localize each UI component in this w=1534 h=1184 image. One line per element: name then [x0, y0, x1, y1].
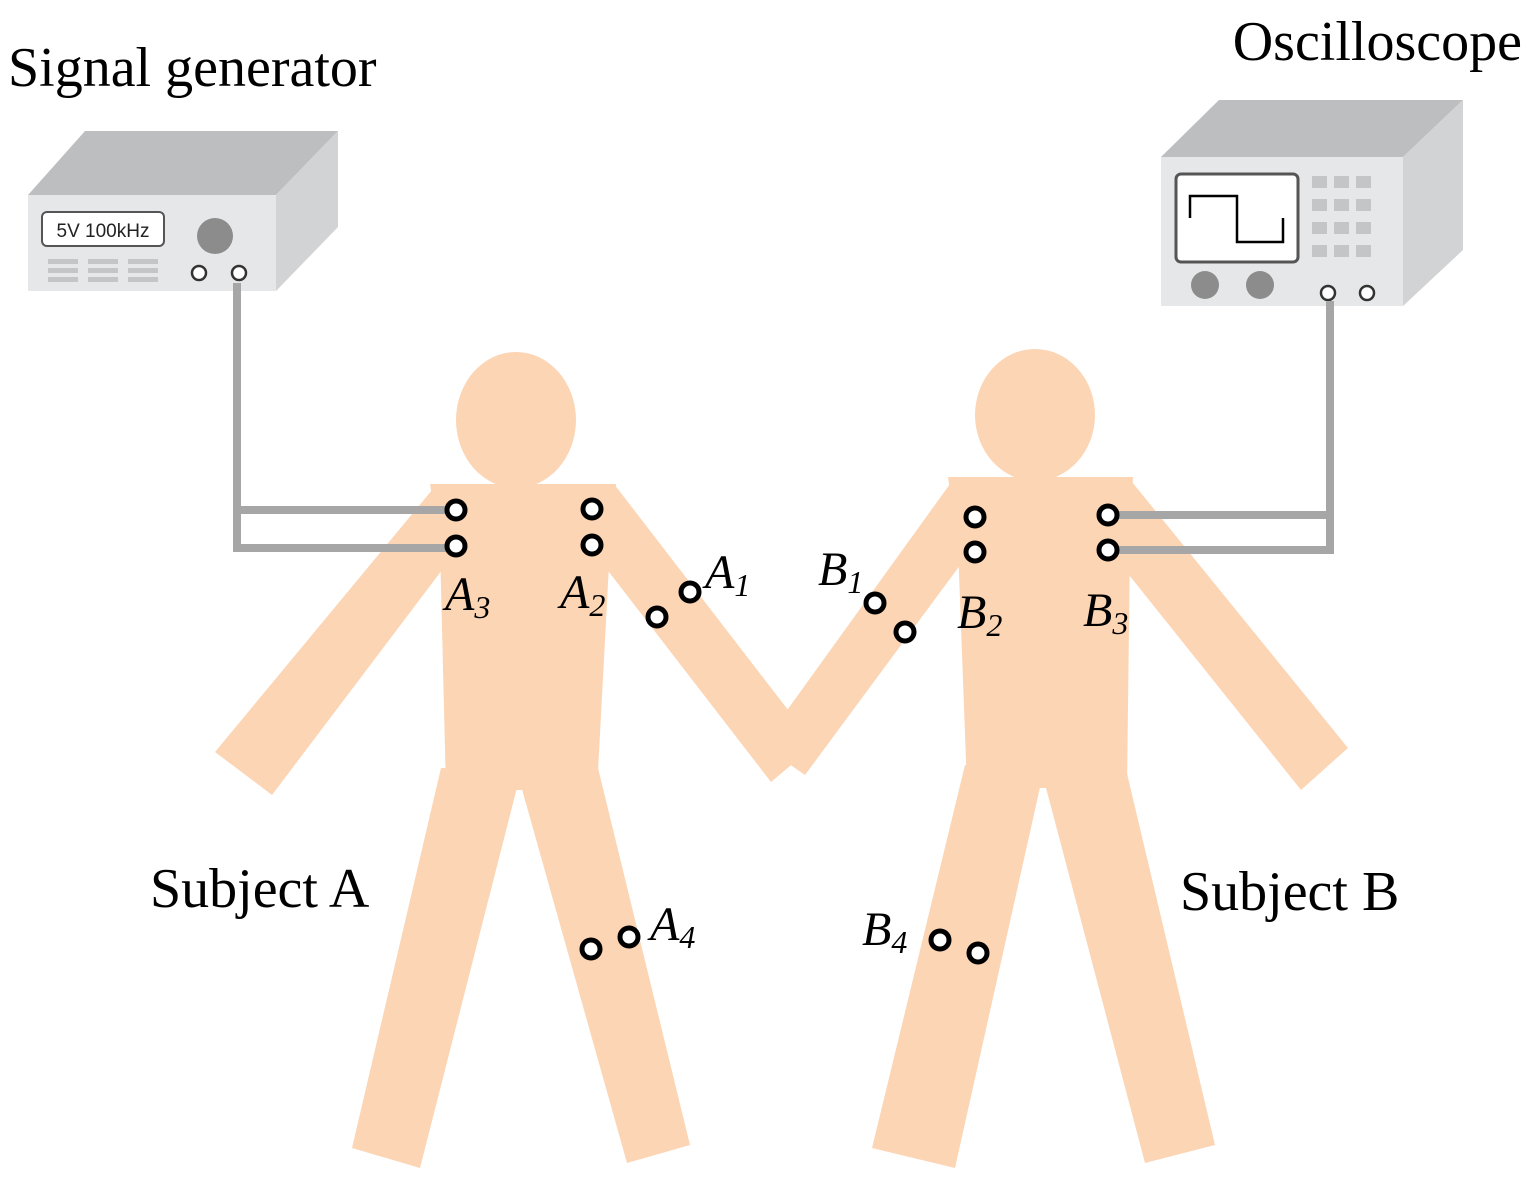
electrode-b4-right	[966, 941, 990, 965]
generator-output-port-1[interactable]	[190, 264, 208, 282]
electrode-b3-bottom	[1096, 538, 1120, 562]
oscilloscope-top-face	[1161, 100, 1463, 157]
electrode-b2-bottom	[963, 540, 987, 564]
subject-a-left-leg	[352, 768, 522, 1168]
label-b3: B3	[1083, 584, 1128, 641]
generator-output-port-2[interactable]	[230, 264, 248, 282]
generator-knob-icon[interactable]	[197, 218, 233, 254]
label-b1: B1	[818, 543, 863, 600]
subject-a-head	[456, 352, 576, 488]
electrode-a4-right	[617, 925, 641, 949]
oscilloscope-device	[1161, 100, 1463, 306]
oscilloscope-keypad	[1312, 176, 1371, 257]
signal-generator-title: Signal generator	[8, 37, 377, 99]
subject-a-left-arm	[215, 484, 470, 795]
subject-a-right-leg	[516, 768, 690, 1163]
subject-b-label: Subject B	[1180, 861, 1399, 923]
oscilloscope-input-port-1[interactable]	[1319, 284, 1337, 302]
electrode-a3-bottom	[444, 534, 468, 558]
oscilloscope-knob-2-icon[interactable]	[1246, 271, 1274, 299]
subject-a-right-arm	[602, 484, 815, 782]
label-b2: B2	[957, 586, 1002, 643]
label-a2: A2	[557, 566, 605, 623]
generator-display-text: 5V 100kHz	[57, 221, 150, 242]
label-a4: A4	[647, 898, 695, 955]
electrodes	[444, 497, 1120, 965]
subject-b-right-leg	[1040, 765, 1215, 1163]
generator-button-grid	[48, 259, 158, 282]
subject-b-left-leg	[872, 765, 1045, 1168]
electrode-b2-top	[963, 505, 987, 529]
electrode-b3-top	[1096, 503, 1120, 527]
label-a3: A3	[442, 568, 490, 625]
electrode-a2-bottom	[580, 533, 604, 557]
electrode-a3-top	[444, 498, 468, 522]
subject-b-left-arm	[762, 477, 975, 775]
electrode-b4-left	[928, 928, 952, 952]
generator-display	[41, 211, 165, 247]
oscilloscope-title: Oscilloscope	[1233, 11, 1522, 73]
subject-a-torso	[430, 484, 616, 790]
generator-top-face	[28, 131, 338, 195]
oscilloscope-input-port-2[interactable]	[1358, 284, 1376, 302]
subject-a-figure	[215, 352, 815, 1168]
electrode-b1-lower	[893, 620, 917, 644]
label-a1: A1	[702, 546, 750, 603]
electrode-a4-left	[579, 937, 603, 961]
generator-wire-a	[233, 283, 446, 552]
label-b4: B4	[862, 903, 907, 960]
subject-b-torso	[948, 477, 1133, 788]
electrode-a1-lower	[645, 605, 669, 629]
subject-a-label: Subject A	[150, 858, 370, 920]
subject-b-right-arm	[1117, 477, 1348, 790]
electrode-b1-upper	[863, 591, 887, 615]
electrode-a1-upper	[678, 580, 702, 604]
signal-generator-device: 5V 100kHz	[28, 131, 338, 291]
oscilloscope-side-face	[1403, 100, 1463, 306]
generator-side-face	[276, 131, 338, 291]
waveform-icon	[1188, 194, 1285, 244]
subject-b-head	[975, 349, 1095, 481]
electrode-a2-top	[580, 497, 604, 521]
oscilloscope-wire-a	[1118, 301, 1334, 554]
subject-b-figure	[762, 349, 1348, 1168]
oscilloscope-knob-1-icon[interactable]	[1191, 271, 1219, 299]
